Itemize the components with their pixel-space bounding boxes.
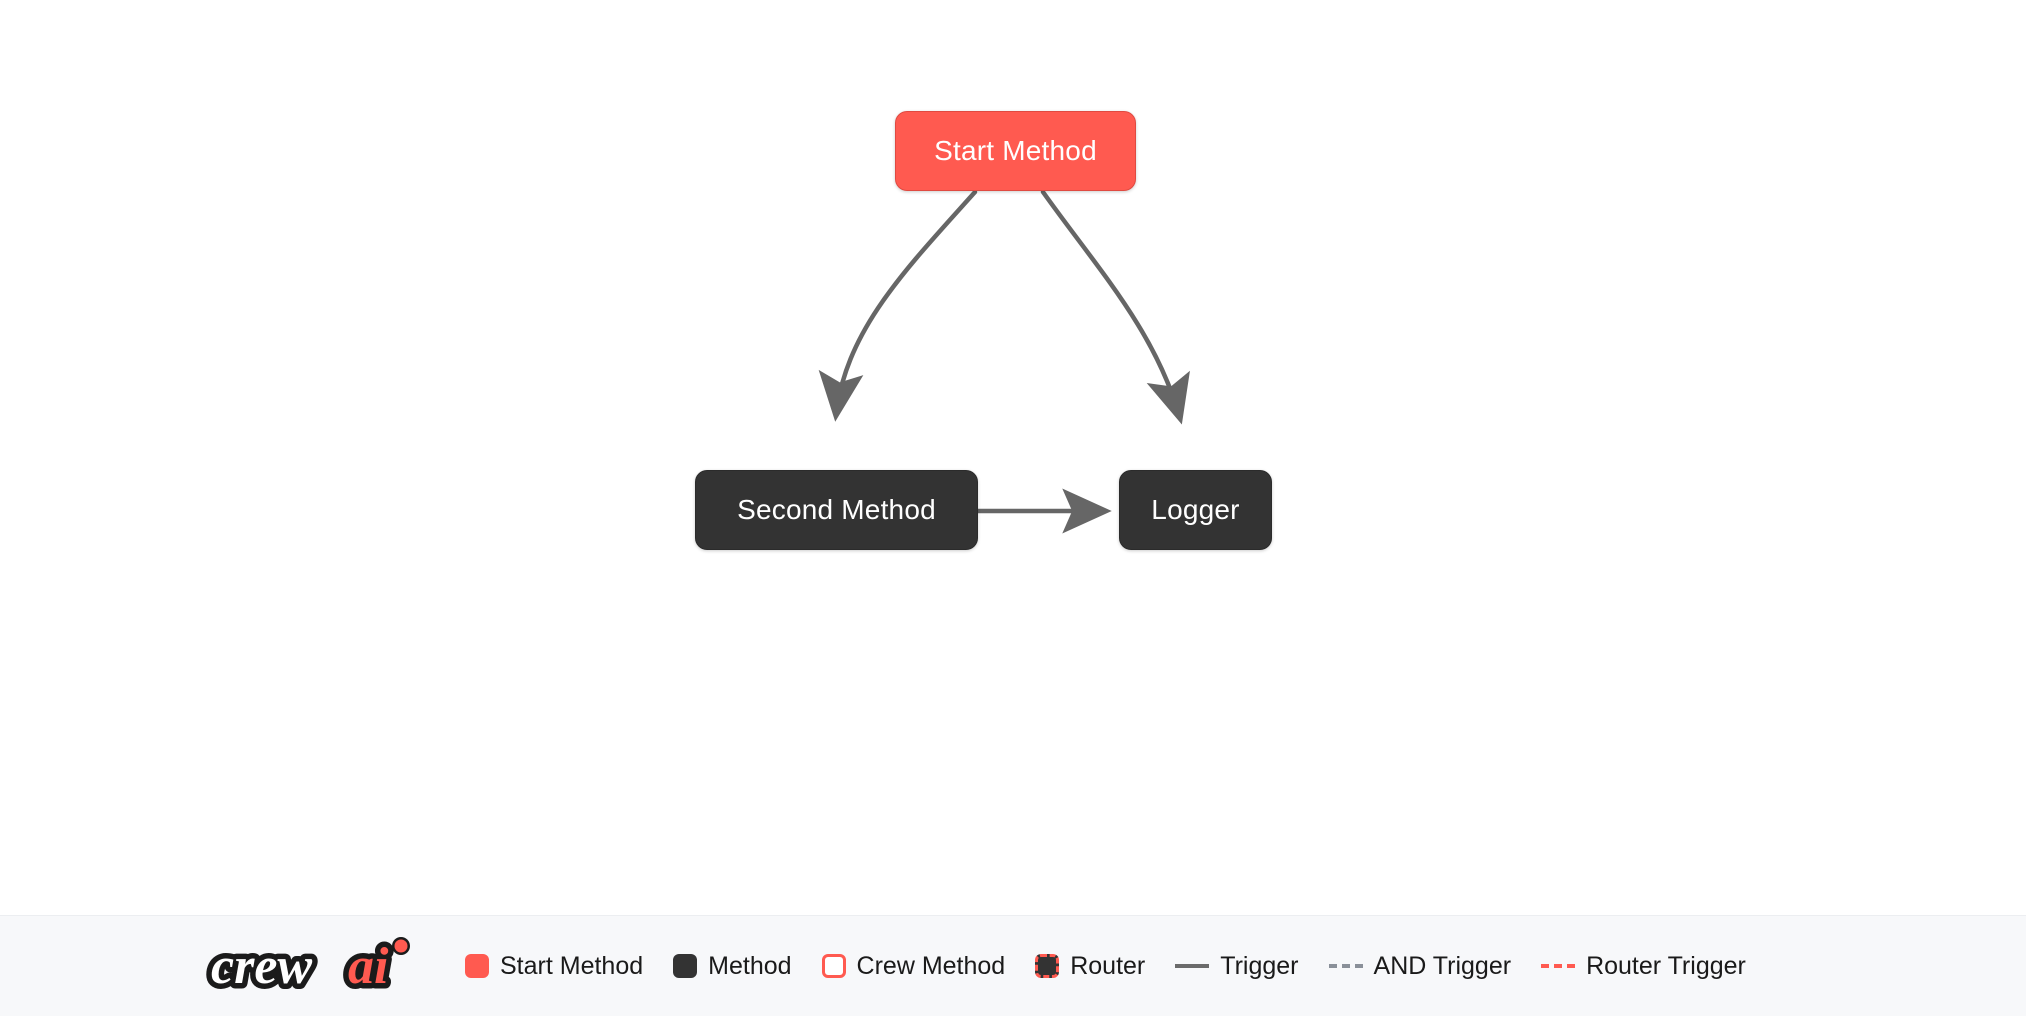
logo-dot: [394, 939, 408, 953]
and-trigger-line-icon: [1328, 964, 1363, 968]
legend-items-container: crew crew ai ai Start Method Method Crew…: [205, 933, 1776, 999]
legend-item-router-trigger[interactable]: Router Trigger: [1541, 951, 1746, 980]
edge-start-to-second: [818, 189, 978, 422]
start-method-swatch-icon: [465, 954, 489, 978]
trigger-line-icon: [1175, 964, 1210, 968]
legend-label: Start Method: [500, 951, 644, 980]
crewai-logo: crew crew ai ai: [206, 933, 410, 999]
logo-outline-ai: ai: [348, 938, 389, 995]
node-second-method[interactable]: Second Method: [695, 470, 978, 550]
legend-item-trigger[interactable]: Trigger: [1175, 951, 1299, 980]
legend-item-and-trigger[interactable]: AND Trigger: [1328, 951, 1512, 980]
legend-label: Router: [1070, 951, 1146, 980]
node-label: Logger: [1151, 494, 1240, 525]
legend-label: Crew Method: [856, 951, 1006, 980]
legend-bar: crew crew ai ai Start Method Method Crew…: [0, 915, 2026, 1016]
edge-layer: [818, 189, 1190, 534]
legend-item-router[interactable]: Router: [1035, 951, 1146, 980]
node-logger[interactable]: Logger: [1119, 470, 1272, 550]
node-label: Start Method: [934, 135, 1097, 166]
legend-item-start-method[interactable]: Start Method: [465, 951, 644, 980]
legend-item-crew-method[interactable]: Crew Method: [821, 951, 1006, 980]
legend-label: AND Trigger: [1373, 951, 1512, 980]
node-label: Second Method: [737, 494, 936, 525]
router-trigger-line-icon: [1541, 964, 1576, 968]
legend-label: Method: [708, 951, 792, 980]
flow-canvas[interactable]: Start Method Second Method Logger: [0, 0, 2026, 915]
legend-item-method[interactable]: Method: [673, 951, 792, 980]
legend-label: Router Trigger: [1586, 951, 1746, 980]
method-swatch-icon: [673, 954, 698, 978]
node-start-method[interactable]: Start Method: [895, 111, 1136, 191]
crew-method-swatch-icon: [821, 954, 846, 978]
logo-text-ai: ai: [348, 938, 389, 995]
legend-label: Trigger: [1220, 951, 1299, 980]
router-swatch-icon: [1035, 954, 1060, 978]
edge-start-to-logger: [1040, 189, 1190, 425]
logo-text-crew: crew: [211, 938, 312, 995]
logo-outline-crew: crew: [211, 938, 312, 995]
